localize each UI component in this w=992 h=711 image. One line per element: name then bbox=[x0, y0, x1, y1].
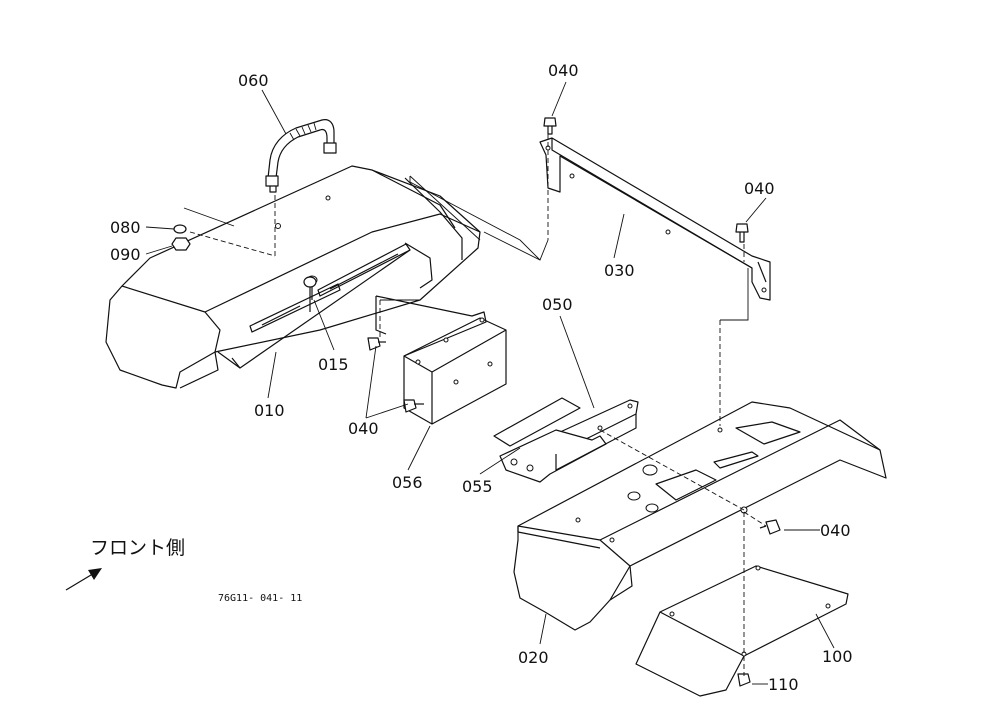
label-080: 080 bbox=[110, 218, 141, 237]
label-055: 055 bbox=[462, 477, 493, 496]
label-030: 030 bbox=[604, 261, 635, 280]
part-100-under-plate bbox=[635, 565, 849, 697]
label-010: 010 bbox=[254, 401, 285, 420]
label-040-upper-right: 040 bbox=[744, 179, 775, 198]
part-020-right-cover bbox=[513, 401, 887, 631]
label-040-left: 040 bbox=[348, 419, 379, 438]
label-015: 015 bbox=[318, 355, 349, 374]
label-040-right: 040 bbox=[820, 521, 851, 540]
part-015-knob bbox=[303, 276, 317, 312]
label-056: 056 bbox=[392, 473, 423, 492]
part-040-bolts-upper bbox=[543, 117, 749, 243]
label-060: 060 bbox=[238, 71, 269, 90]
leader-lines bbox=[145, 81, 835, 685]
label-110: 110 bbox=[768, 675, 799, 694]
assembly-dashed-lines bbox=[189, 134, 767, 676]
label-100: 100 bbox=[822, 647, 853, 666]
label-020: 020 bbox=[518, 648, 549, 667]
part-labels: 060 080 090 015 010 040 040 040 030 050 … bbox=[110, 61, 853, 694]
front-side-caption: フロント側 bbox=[90, 537, 185, 559]
part-040-bolts-lower bbox=[367, 337, 424, 413]
part-060-handle bbox=[265, 119, 337, 193]
drawing-code: 76G11- 041- 11 bbox=[218, 593, 302, 604]
label-050: 050 bbox=[542, 295, 573, 314]
part-040-110-bolts bbox=[737, 519, 781, 687]
label-090: 090 bbox=[110, 245, 141, 264]
part-050-055-plates bbox=[493, 397, 639, 483]
part-080-090-washer-nut bbox=[171, 224, 191, 251]
part-030-bracket bbox=[539, 137, 771, 301]
assembly-reference-lines bbox=[183, 175, 749, 321]
front-direction-arrow bbox=[65, 568, 102, 591]
part-056-stay bbox=[375, 295, 507, 425]
label-040-top: 040 bbox=[548, 61, 579, 80]
